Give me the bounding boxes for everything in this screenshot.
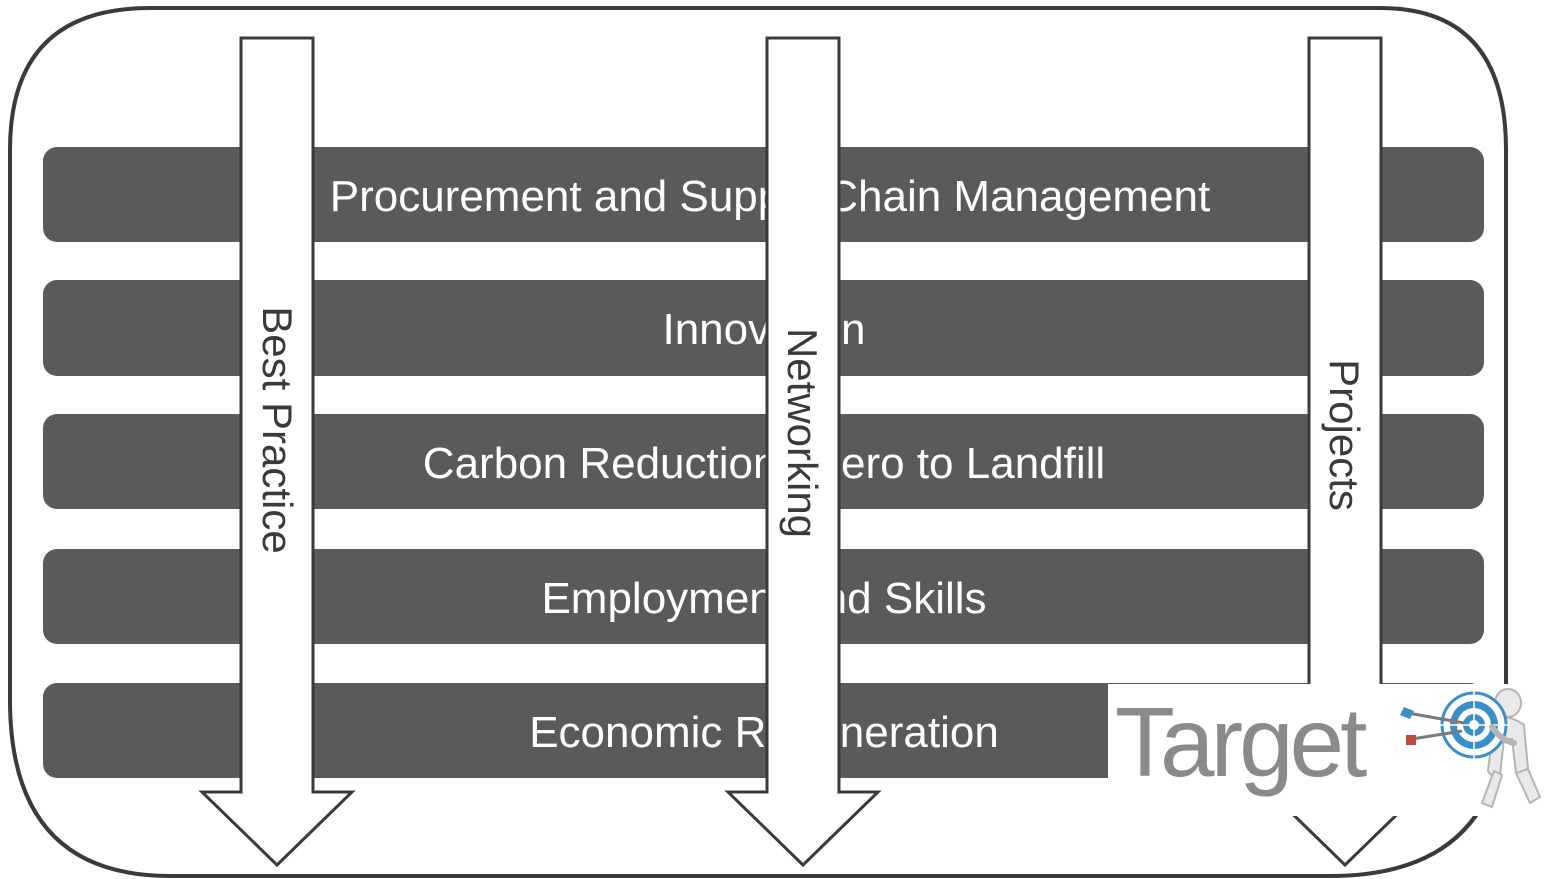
target-logo: Target: [1108, 684, 1548, 816]
band-label-employment: Employment and Skills: [541, 574, 986, 623]
arrow-label-best-practice: Best Practice: [254, 306, 301, 553]
logo-text: Target: [1115, 687, 1367, 797]
arrow-best-practice: Best Practice: [198, 36, 356, 868]
band-employment: [43, 549, 1484, 644]
arrow-best-practice-shape: [198, 36, 356, 868]
band-carbon-reduction: [43, 414, 1484, 509]
band-label-economic-regeneration: Economic Regeneration: [529, 708, 999, 757]
arrow-label-networking: Networking: [779, 328, 826, 538]
arrow-networking: Networking: [724, 36, 882, 868]
arrow-label-projects: Projects: [1321, 359, 1368, 511]
band-procurement: [43, 147, 1484, 242]
band-innovation: [43, 280, 1484, 376]
arrow-networking-shape: [724, 36, 882, 868]
arrow-projects: Projects: [1266, 36, 1424, 868]
dartboard-figure-icon: [1400, 688, 1542, 809]
band-label-carbon-reduction: Carbon Reduction / Zero to Landfill: [423, 439, 1105, 488]
